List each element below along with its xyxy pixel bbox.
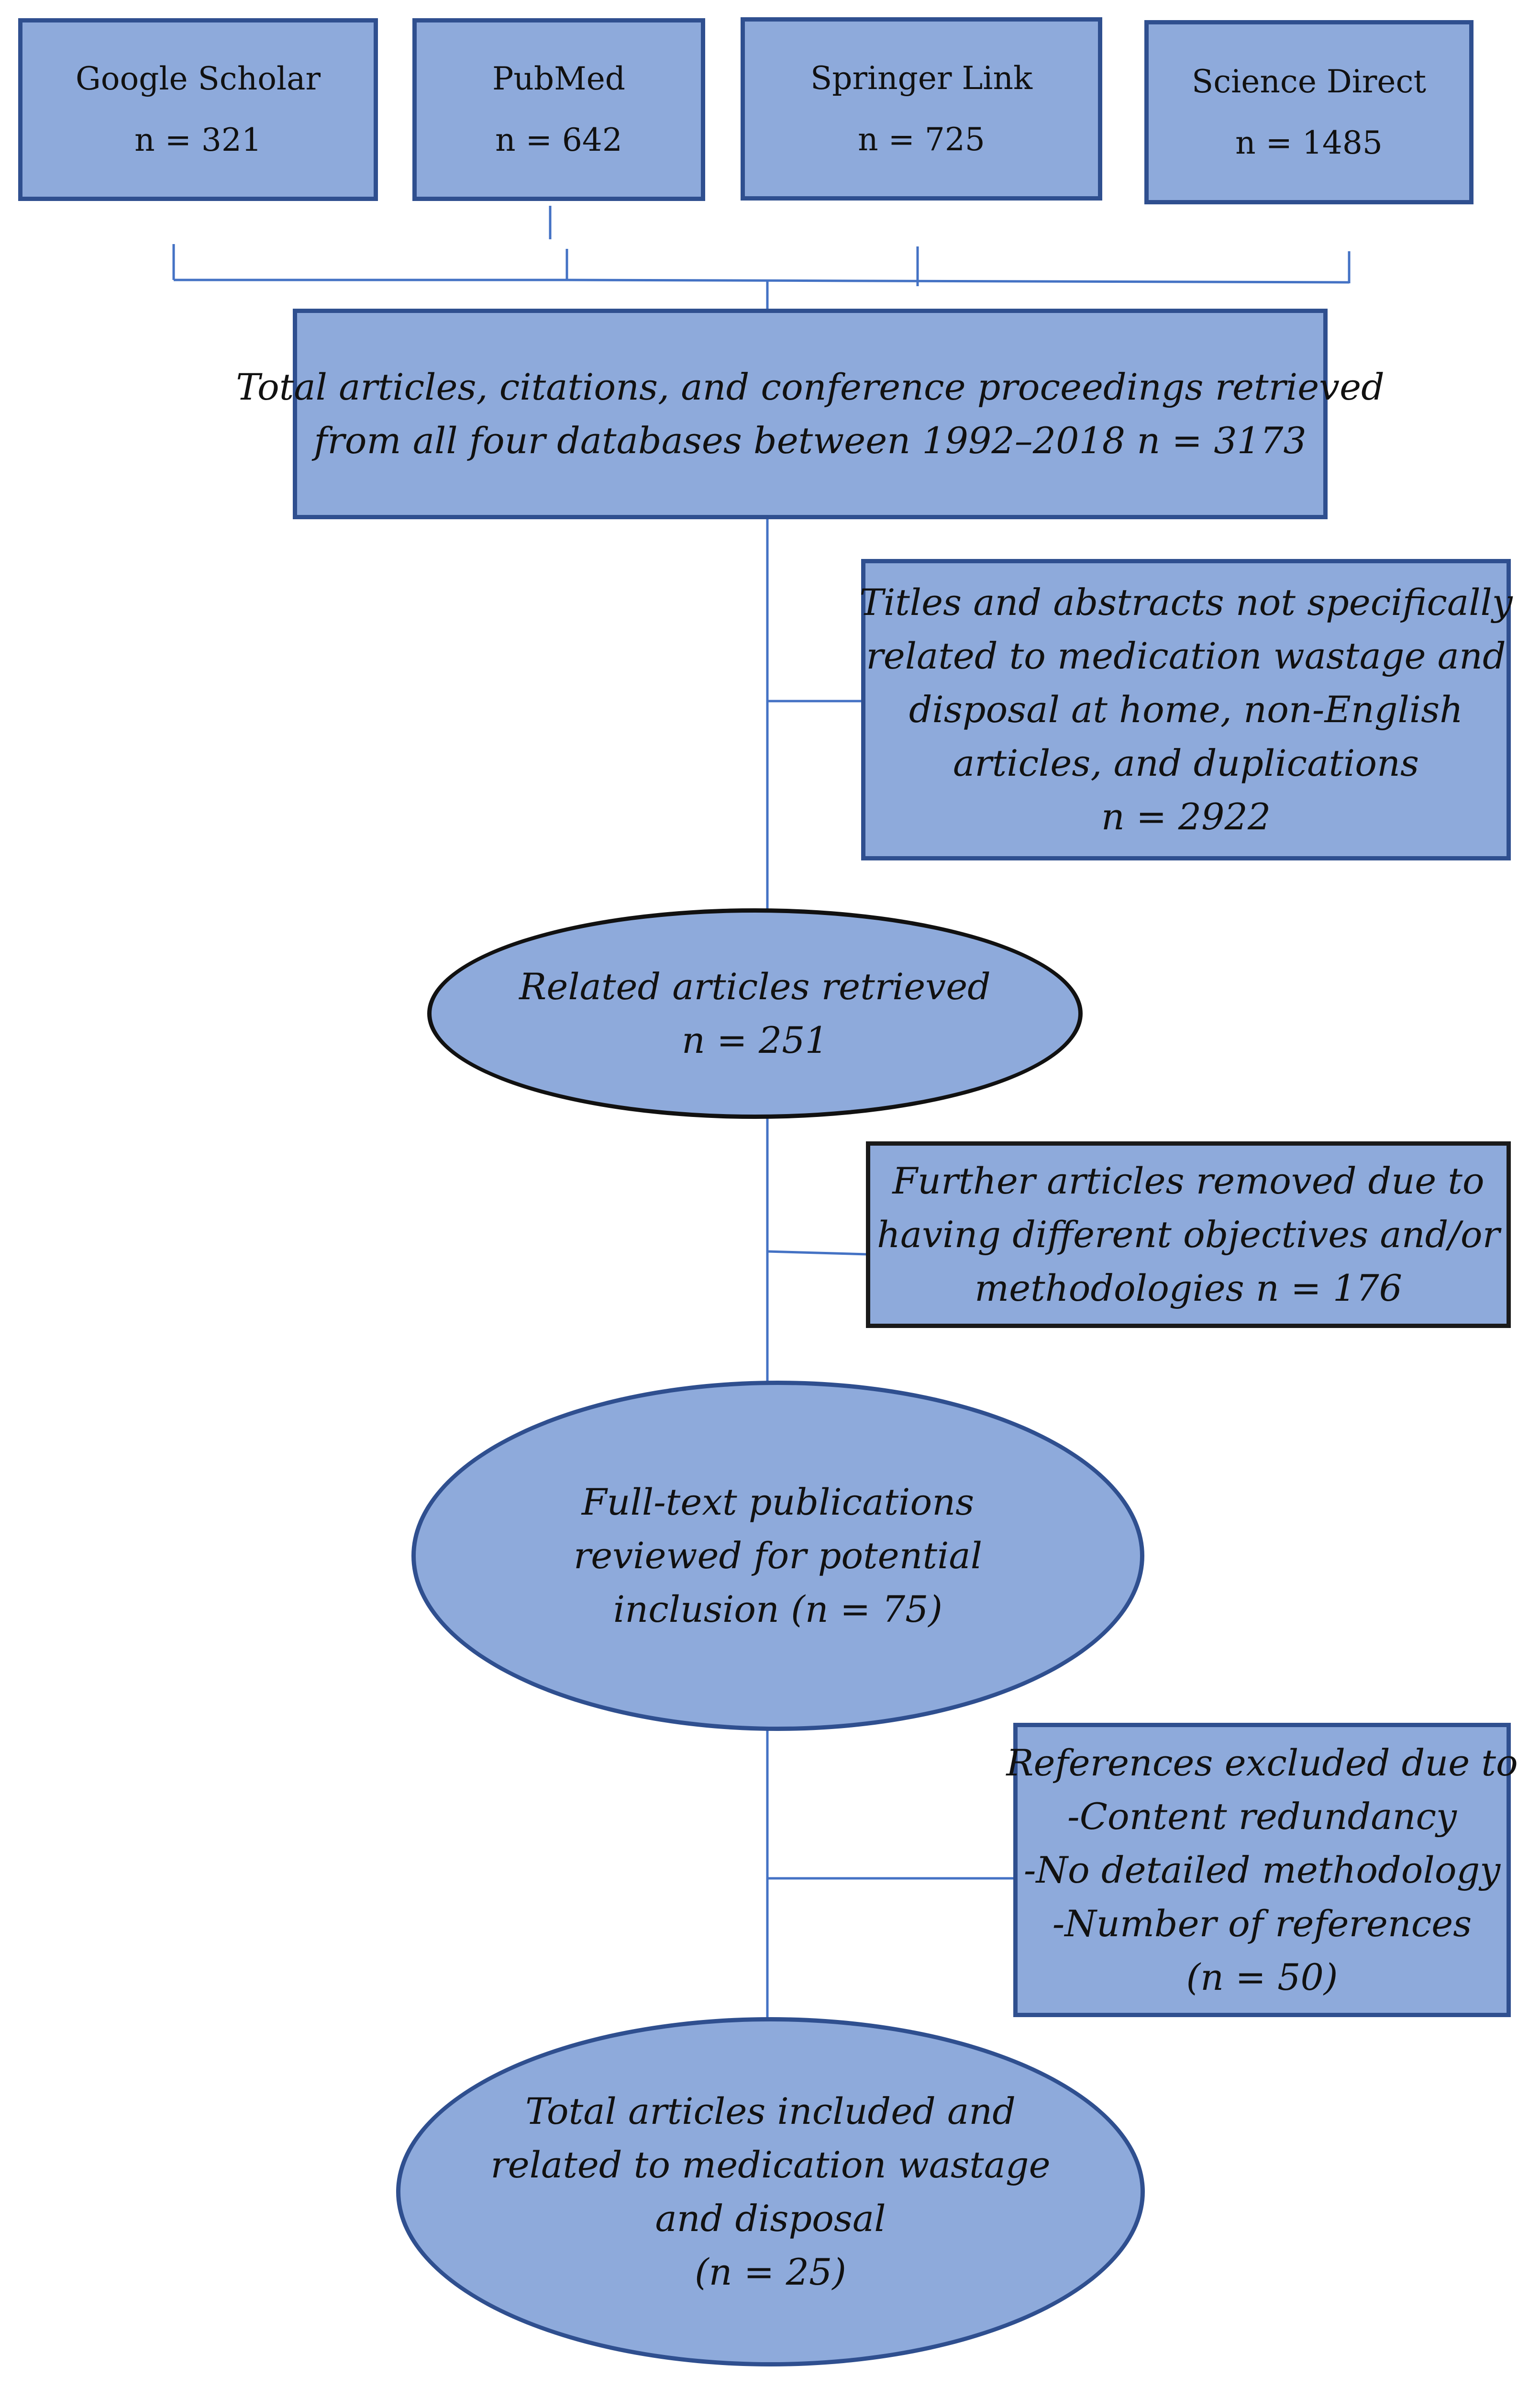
source-google-scholar: Google Scholar n = 321: [18, 18, 378, 201]
excluded-titles-line: articles, and duplications: [953, 742, 1419, 784]
further-removed-line: Further articles removed due to: [892, 1160, 1485, 1202]
source-pubmed: PubMed n = 642: [412, 18, 705, 201]
source-name: Google Scholar: [75, 60, 321, 97]
excluded-titles-line: disposal at home, non-English: [908, 688, 1463, 731]
source-count: n = 725: [858, 121, 985, 158]
total-retrieved-line: Total articles, citations, and conferenc…: [236, 366, 1385, 408]
source-count: n = 321: [134, 122, 262, 158]
final-included-line: (n = 25): [695, 2251, 846, 2293]
further-removed-line: methodologies n = 176: [975, 1267, 1402, 1309]
references-excluded-line: -Number of references: [1052, 1902, 1472, 1945]
total-retrieved-line: from all four databases between 1992–201…: [314, 419, 1307, 462]
excluded-titles-line: Titles and abstracts not specifically: [859, 581, 1513, 624]
fulltext-reviewed-line: reviewed for potential: [573, 1534, 983, 1577]
references-excluded-box: References excluded due to -Content redu…: [1006, 1723, 1518, 2017]
fulltext-reviewed-line: Full-text publications: [581, 1481, 975, 1523]
final-included-line: and disposal: [655, 2197, 886, 2240]
excluded-titles-box: Titles and abstracts not specifically re…: [859, 559, 1513, 860]
related-retrieved-ellipse: Related articles retrieved n = 251: [427, 908, 1083, 1119]
related-retrieved-line: Related articles retrieved: [519, 965, 991, 1008]
final-included-line: Total articles included and: [525, 2090, 1016, 2132]
excluded-titles-line: n = 2922: [1101, 795, 1271, 838]
source-springer-link: Springer Link n = 725: [741, 17, 1102, 201]
excluded-titles-line: related to medication wastage and: [866, 635, 1506, 677]
related-retrieved-line: n = 251: [681, 1019, 828, 1061]
final-included-ellipse: Total articles included and related to m…: [396, 2017, 1145, 2366]
references-excluded-line: -Content redundancy: [1067, 1795, 1457, 1838]
total-retrieved-box: Total articles, citations, and conferenc…: [236, 309, 1385, 519]
source-count: n = 1485: [1235, 124, 1383, 161]
fulltext-reviewed-line: inclusion (n = 75): [613, 1588, 943, 1630]
source-science-direct: Science Direct n = 1485: [1144, 20, 1474, 204]
final-included-line: related to medication wastage: [490, 2143, 1051, 2186]
source-name: Springer Link: [810, 59, 1032, 97]
source-name: PubMed: [492, 60, 626, 97]
references-excluded-line: (n = 50): [1186, 1955, 1338, 1998]
fulltext-reviewed-ellipse: Full-text publications reviewed for pote…: [411, 1381, 1144, 1731]
further-removed-box: Further articles removed due to having d…: [866, 1141, 1511, 1328]
references-excluded-line: -No detailed methodology: [1023, 1848, 1501, 1891]
further-removed-line: having different objectives and/or: [876, 1213, 1500, 1256]
source-count: n = 642: [495, 122, 622, 158]
references-excluded-line: References excluded due to: [1006, 1741, 1518, 1784]
source-name: Science Direct: [1192, 63, 1426, 100]
